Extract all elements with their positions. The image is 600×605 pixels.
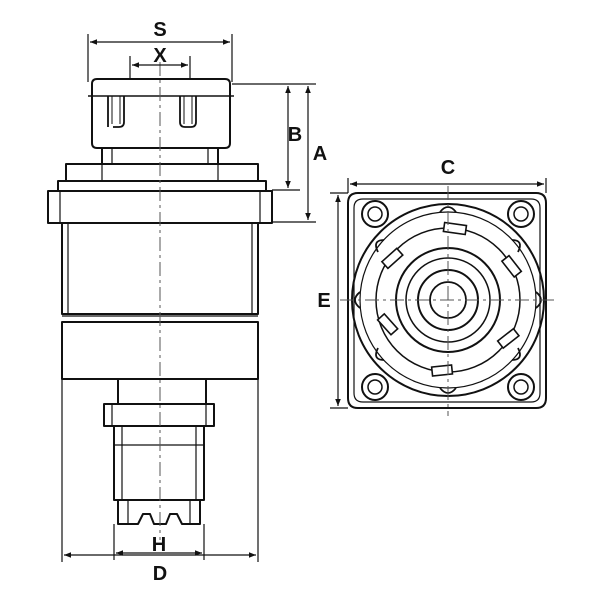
dim-label-d: D bbox=[153, 563, 167, 585]
shoulder-ring bbox=[65, 163, 259, 182]
dim-label-b: B bbox=[288, 124, 302, 146]
bolt-hole-bl bbox=[361, 373, 389, 401]
shoulder-ring-2 bbox=[57, 180, 267, 192]
bolt-hole-tr bbox=[507, 200, 535, 228]
drive-keys bbox=[376, 221, 523, 377]
lower-neck bbox=[117, 378, 207, 405]
dimension-lines bbox=[61, 34, 547, 562]
output-collet bbox=[113, 425, 205, 501]
output-nose bbox=[117, 499, 201, 525]
bolt-hole-br bbox=[507, 373, 535, 401]
output-collar bbox=[103, 403, 215, 427]
dim-label-x: X bbox=[153, 45, 167, 67]
dim-label-c: C bbox=[441, 157, 455, 179]
collet-nut bbox=[88, 78, 234, 149]
dim-label-e: E bbox=[317, 290, 330, 312]
dim-label-h: H bbox=[152, 534, 166, 556]
dim-label-a: A bbox=[313, 143, 327, 165]
bolt-hole-tl bbox=[361, 200, 389, 228]
dim-label-s: S bbox=[153, 19, 166, 41]
